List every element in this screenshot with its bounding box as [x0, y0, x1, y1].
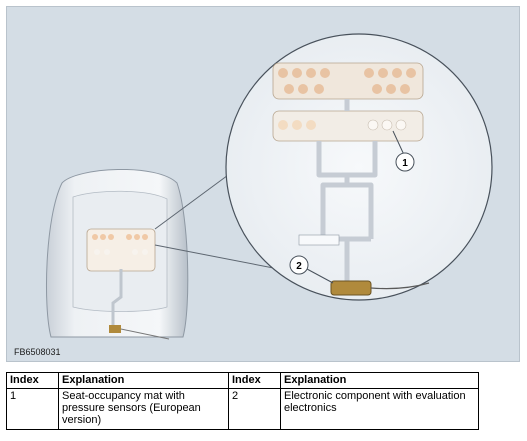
row-index-a: 1	[6, 388, 59, 430]
row-explanation-a: Seat-occupancy mat with pressure sensors…	[58, 388, 229, 430]
header-index-b: Index	[228, 372, 281, 389]
callout-2: 2	[289, 255, 334, 284]
seat-occupancy-illustration: 1 2 FB6508031	[6, 6, 520, 362]
header-explanation-b: Explanation	[280, 372, 479, 389]
header-explanation-a: Explanation	[58, 372, 229, 389]
legend-table: Index Explanation Index Explanation 1 Se…	[6, 372, 479, 430]
callout-1: 1	[392, 130, 415, 172]
callout-2-label: 2	[296, 261, 302, 272]
callout-1-label: 1	[402, 158, 408, 169]
table-row: 1 Seat-occupancy mat with pressure senso…	[6, 388, 479, 430]
large-sensor-mat	[272, 62, 430, 296]
row-index-b: 2	[228, 388, 281, 430]
figure-code: FB6508031	[14, 347, 61, 357]
magnified-detail: 1 2	[225, 33, 493, 301]
evaluation-electronics-component	[330, 280, 430, 296]
header-index-a: Index	[6, 372, 59, 389]
row-explanation-b: Electronic component with evaluation ele…	[280, 388, 479, 430]
legend-header-row: Index Explanation Index Explanation	[6, 372, 479, 389]
illustration-svg: 1 2	[45, 33, 493, 340]
small-sensor-mat	[86, 228, 170, 340]
seat-cushion	[45, 169, 189, 340]
